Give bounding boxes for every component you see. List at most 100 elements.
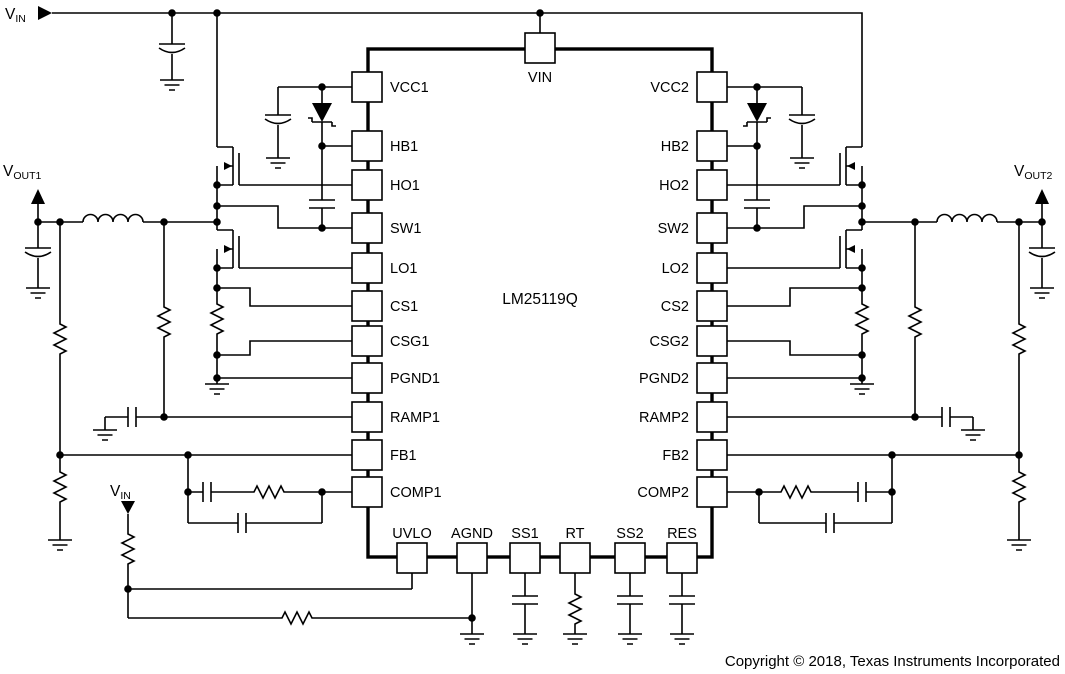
junction-dot: [858, 181, 866, 189]
junction-dot: [755, 488, 763, 496]
vin-uvlo-label: VIN: [110, 483, 131, 502]
pin-box-fb2: [696, 439, 728, 471]
rt-ground-icon: [562, 633, 588, 645]
pin-box-csg2: [696, 325, 728, 357]
junction-dot: [1015, 218, 1023, 226]
vin-uvlo-arrow-icon: [121, 501, 135, 514]
junction-dot: [1038, 218, 1046, 226]
uvlo-pin-wire: [128, 573, 413, 590]
ch1-vcc1-wire: [277, 86, 352, 158]
junction-dots: [34, 9, 1046, 622]
junction-dot: [56, 451, 64, 459]
pin-label-lo1: LO1: [390, 261, 417, 277]
ch1-bootstrap-cap-icon: [308, 199, 336, 209]
ch2-bootstrap-diode-icon: [742, 102, 772, 127]
pin-box-sw2: [696, 212, 728, 244]
pin-box-ho1: [351, 169, 383, 201]
pin-label-ss2: SS2: [616, 526, 643, 542]
vout2-arrow-icon: [1035, 189, 1049, 204]
pin-box-comp2: [696, 476, 728, 508]
agnd-ground-icon: [459, 633, 485, 645]
ss1-cap-icon: [511, 595, 539, 605]
pin-label-ho2: HO2: [659, 178, 689, 194]
junction-dot: [318, 488, 326, 496]
junction-dot: [213, 264, 221, 272]
ch1-inductor-icon: [82, 213, 144, 223]
pin-box-cs2: [696, 290, 728, 322]
pin-label-hb1: HB1: [390, 139, 418, 155]
uvlo-top-resistor: [121, 529, 135, 569]
junction-dot: [888, 488, 896, 496]
ch2-fb-divider-bottom-resistor: [1012, 467, 1026, 507]
ss1-ground-icon: [512, 633, 538, 645]
junction-dot: [213, 202, 221, 210]
ch1-fb-divider-bottom-resistor: [53, 467, 67, 507]
junction-dot: [536, 9, 544, 17]
pin-box-ss2: [614, 542, 646, 574]
pin-label-comp2: COMP2: [637, 485, 689, 501]
pin-box-res: [666, 542, 698, 574]
junction-dot: [318, 224, 326, 232]
junction-dot: [858, 218, 866, 226]
res-cap-icon: [668, 595, 696, 605]
junction-dot: [160, 218, 168, 226]
ch1-sw1-pin-wire: [217, 205, 352, 229]
pin-box-uvlo: [396, 542, 428, 574]
ch2-sw2-pin-wire: [727, 205, 862, 229]
ch1-comp-series-resistor: [249, 485, 289, 499]
input-cap-ground-icon: [159, 79, 185, 91]
ch1-cs1-wire: [217, 287, 352, 307]
junction-dot: [213, 351, 221, 359]
uvlo-bottom-resistor: [277, 611, 317, 625]
ch2-fb-divider-ground-icon: [1006, 539, 1032, 551]
ch1-vcc1-ground-icon: [265, 157, 291, 169]
junction-dot: [858, 374, 866, 382]
pin-box-rt: [559, 542, 591, 574]
ch2-highside-mosfet: [839, 146, 863, 186]
ch2-pgnd-ground-icon: [849, 383, 875, 395]
ch1-comp-parallel-wire: [187, 492, 323, 524]
ch1-ramp-cap-icon: [127, 406, 137, 428]
pin-label-fb2: FB2: [662, 448, 689, 464]
ch1-pgnd-ground-icon: [204, 383, 230, 395]
ch1-vcc1-cap-icon: [264, 114, 292, 125]
junction-dot: [318, 142, 326, 150]
ch2-cs2-wire: [727, 287, 862, 307]
ch1-ramp1-wire: [104, 416, 352, 430]
ch1-ramp-cap-ground-icon: [92, 429, 118, 441]
pin-label-ramp1: RAMP1: [390, 410, 440, 426]
junction-dot: [160, 413, 168, 421]
junction-dot: [858, 351, 866, 359]
ch1-comp-series-cap-icon: [202, 481, 212, 503]
ch2-output-cap-icon: [1028, 247, 1056, 258]
input-cap-icon: [158, 43, 186, 54]
ch1-ramp-resistor: [157, 302, 171, 342]
pin-box-lo1: [351, 252, 383, 284]
ch2-vcc2-ground-icon: [789, 157, 815, 169]
junction-dot: [213, 181, 221, 189]
pin-label-comp1: COMP1: [390, 485, 442, 501]
junction-dot: [56, 218, 64, 226]
junction-dot: [911, 218, 919, 226]
vout2-label: VOUT2: [1014, 163, 1053, 182]
ch2-ramp-resistor: [908, 302, 922, 342]
pin-label-uvlo: UVLO: [392, 526, 432, 542]
pin-box-vcc1: [351, 71, 383, 103]
pin-box-ss1: [509, 542, 541, 574]
pin-box-lo2: [696, 252, 728, 284]
ic-pins: VIN VCC1 HB1 HO1 SW1 LO1 CS1 CSG1 PGND1 …: [351, 32, 728, 574]
pin-box-vcc2: [696, 71, 728, 103]
junction-dot: [168, 9, 176, 17]
ch1-csg1-wire: [217, 340, 352, 356]
pin-label-sw2: SW2: [658, 221, 689, 237]
pin-label-ramp2: RAMP2: [639, 410, 689, 426]
ch2-csg2-wire: [727, 340, 862, 356]
ch1-lowside-mosfet: [216, 229, 240, 269]
pin-label-vin: VIN: [528, 70, 552, 86]
ch1-sense-resistor: [210, 299, 224, 339]
vin-source-arrow-icon: [38, 6, 52, 20]
ch1-comp-parallel-cap-icon: [237, 512, 247, 534]
ch2-comp-series-resistor: [776, 485, 816, 499]
